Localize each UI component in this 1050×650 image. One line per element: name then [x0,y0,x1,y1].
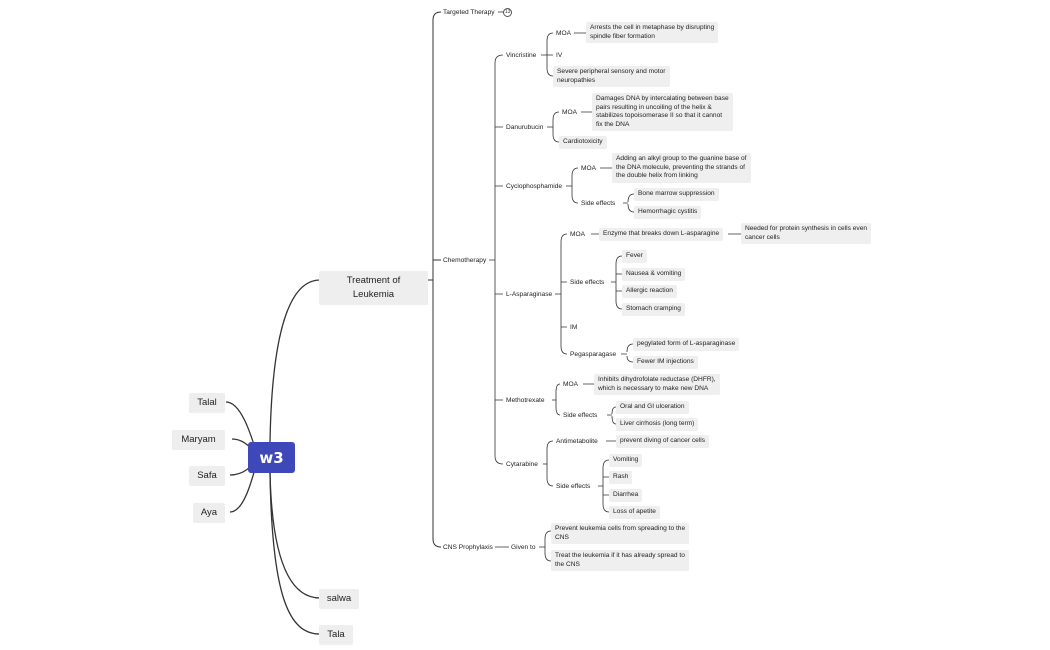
vincristine-moa-text[interactable]: Arrests the cell in metaphase by disrupt… [586,22,719,44]
danurubucin-moa[interactable]: MOA [562,109,578,116]
drug-vincristine[interactable]: Vincristine [506,52,537,59]
drug-cyclophosphamide[interactable]: Cyclophosphamide [506,183,563,190]
asparaginase-moa[interactable]: MOA [570,231,586,238]
cns-prevent-spread[interactable]: Prevent leukemia cells from spreading to… [551,523,690,545]
danurubucin-moa-text[interactable]: Damages DNA by intercalating between bas… [592,93,733,132]
asparaginase-nausea[interactable]: Nausea & vomiting [622,268,686,281]
methotrexate-liver-cirrhosis[interactable]: Liver cirrhosis (long term) [616,418,699,431]
topic-treatment-of-leukemia[interactable]: Treatment of Leukemia [319,271,428,305]
asparaginase-moa-text[interactable]: Enzyme that breaks down L-asparagine [599,228,724,241]
drug-cytarabine[interactable]: Cytarabine [506,461,538,468]
cyclophosphamide-side-effects[interactable]: Side effects [581,200,616,207]
topic-salwa[interactable]: salwa [319,589,359,609]
cns-given-to[interactable]: Given to [511,544,536,551]
cns-treat-spread[interactable]: Treat the leukemia if it has already spr… [551,550,689,572]
asparaginase-side-effects[interactable]: Side effects [570,279,605,286]
topic-tala[interactable]: Tala [319,625,353,645]
methotrexate-oral-ulceration[interactable]: Oral and GI ulceration [616,401,689,414]
asparaginase-im[interactable]: IM [570,324,578,331]
vincristine-side-effect[interactable]: Severe peripheral sensory and motor neur… [553,66,670,88]
cytarabine-rash[interactable]: Rash [609,471,633,484]
cytarabine-diarrhea[interactable]: Diarrhea [609,489,643,502]
drug-methotrexate[interactable]: Methotrexate [506,397,545,404]
pegasparagase-form[interactable]: pegylated form of L-asparaginase [633,338,740,351]
cytarabine-antimetabolite[interactable]: Antimetabolite [556,438,598,445]
methotrexate-moa-text[interactable]: Inhibits dihydrofolate reductase (DHFR),… [594,374,720,396]
asparaginase-fever[interactable]: Fever [622,250,647,263]
topic-safa[interactable]: Safa [189,466,225,486]
drug-danurubucin[interactable]: Danurubucin [506,124,544,131]
vincristine-iv[interactable]: IV [556,52,563,59]
branch-chemotherapy[interactable]: Chemotherapy [443,257,487,264]
cyclophosphamide-cystitis[interactable]: Hemorrhagic cystitis [634,206,702,219]
asparaginase-allergic[interactable]: Allergic reaction [622,285,677,298]
cytarabine-loss-of-appetite[interactable]: Loss of apetite [609,506,660,519]
danurubucin-cardiotoxicity[interactable]: Cardiotoxicity [559,136,607,149]
vincristine-moa[interactable]: MOA [556,30,572,37]
drug-l-asparaginase[interactable]: L-Asparaginase [506,291,553,298]
topic-talal[interactable]: Talal [189,393,225,413]
methotrexate-moa[interactable]: MOA [563,381,579,388]
cyclophosphamide-bone-marrow[interactable]: Bone marrow suppression [634,188,719,201]
asparaginase-moa-detail[interactable]: Needed for protein synthesis in cells ev… [741,223,872,245]
methotrexate-side-effects[interactable]: Side effects [563,412,598,419]
cyclophosphamide-moa[interactable]: MOA [581,165,597,172]
asparaginase-stomach[interactable]: Stomach cramping [622,303,685,316]
branch-targeted-therapy[interactable]: Targeted Therapy [443,9,495,16]
cyclophosphamide-moa-text[interactable]: Adding an alkyl group to the guanine bas… [612,153,751,183]
cytarabine-side-effects[interactable]: Side effects [556,483,591,490]
topic-maryam[interactable]: Maryam [172,430,225,450]
branch-cns-prophylaxis[interactable]: CNS Prophylaxis [443,544,493,551]
cytarabine-vomiting[interactable]: Vomiting [609,454,643,467]
central-topic-w3[interactable]: w3 [248,442,295,473]
pegasparagase-injections[interactable]: Fewer IM injections [633,356,698,369]
cytarabine-antimetabolite-text[interactable]: prevent diving of cancer cells [616,435,710,448]
topic-aya[interactable]: Aya [193,503,225,523]
asparaginase-pegasparagase[interactable]: Pegasparagase [570,351,617,358]
collapsed-count-badge[interactable]: 13 [503,8,512,17]
